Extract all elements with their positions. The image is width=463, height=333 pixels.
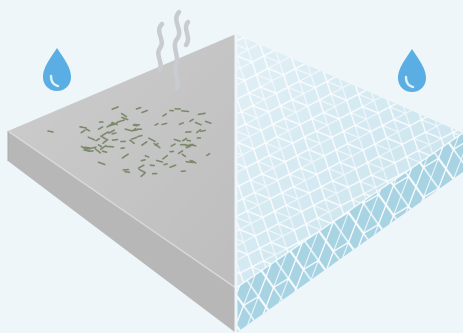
mold-speck xyxy=(112,133,116,134)
mold-speck xyxy=(145,156,148,157)
mold-speck xyxy=(141,160,145,161)
mold-speck xyxy=(198,113,205,114)
mold-speck xyxy=(162,123,167,124)
mold-speck xyxy=(84,150,89,151)
mold-speck xyxy=(182,111,189,112)
mold-speck xyxy=(103,151,107,152)
left-slab xyxy=(8,34,236,333)
water-drop-icon-right xyxy=(398,49,426,92)
right-slab xyxy=(236,34,463,333)
mold-speck xyxy=(125,172,130,173)
mold-speck xyxy=(201,130,205,131)
mold-speck xyxy=(113,140,118,141)
mold-speck xyxy=(187,140,190,141)
water-drop-icon-left xyxy=(43,48,71,91)
mold-speck xyxy=(85,147,90,148)
mold-speck xyxy=(164,164,167,165)
mold-speck xyxy=(186,162,193,163)
mold-speck xyxy=(48,131,53,132)
mold-speck xyxy=(138,136,142,137)
mold-speck xyxy=(133,125,137,126)
